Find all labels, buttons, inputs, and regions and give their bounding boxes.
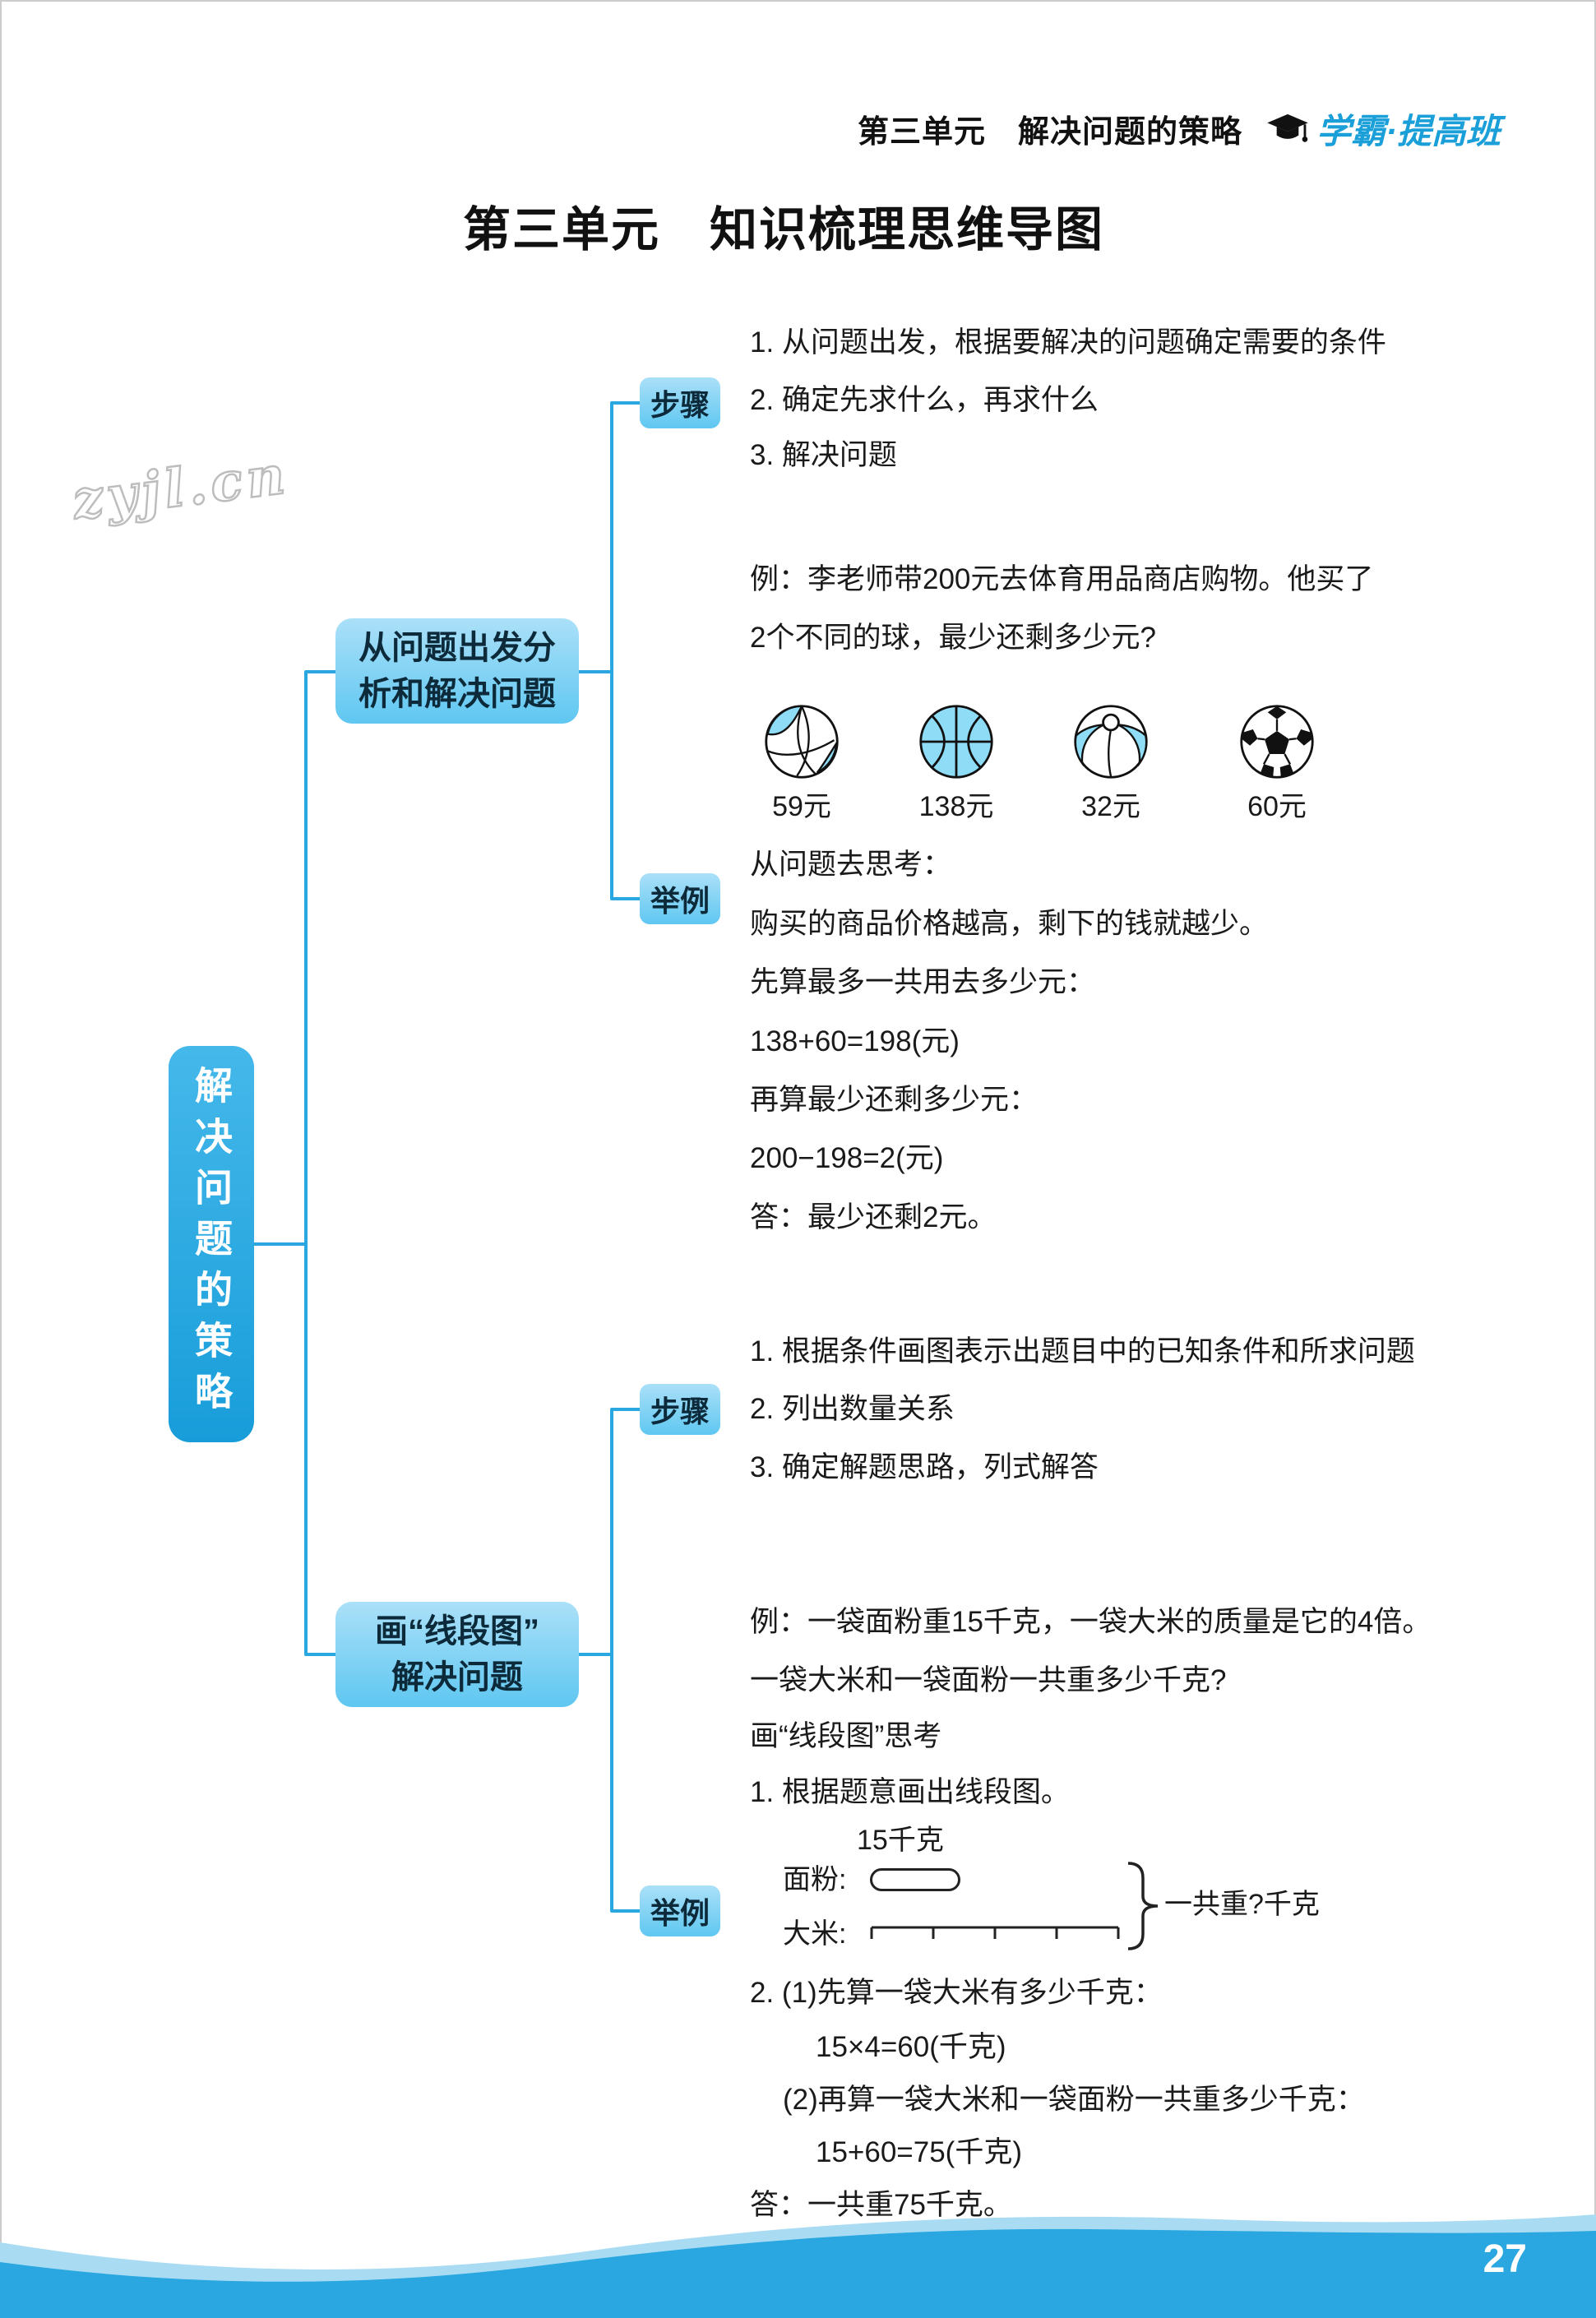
branch1-label-line2: 析和解决问题	[359, 676, 556, 712]
example2-solution-1: 2. (1)先算一袋大米有多少千克：	[750, 1977, 1163, 2009]
diagram-total-label: 一共重?千克	[1164, 1889, 1320, 1920]
example1-solution-1: 从问题去思考：	[750, 849, 952, 881]
diagram-rice-label: 大米:	[783, 1918, 847, 1950]
example2-solution-2: 15×4=60(千克)	[816, 2031, 1006, 2063]
example1-solution-5: 再算最少还剩多少元：	[750, 1084, 1039, 1116]
example2-problem-line4: 1. 根据题意画出线段图。	[750, 1776, 1070, 1808]
total-brace	[1127, 1862, 1159, 1950]
branch2-step-3: 3. 确定解题思路，列式解答	[750, 1451, 1099, 1483]
example2-problem-line3: 画“线段图”思考	[750, 1720, 942, 1752]
header-unit-label: 第三单元 解决问题的策略	[857, 115, 1242, 150]
beach-ball-icon	[1074, 705, 1148, 779]
branch1-steps-node: 步骤	[640, 377, 720, 428]
brand-text: 学霸·提高班	[1316, 112, 1501, 150]
branch2-node: 画“线段图” 解决问题	[335, 1602, 579, 1707]
root-node: 解决问题的策略	[169, 1046, 254, 1442]
branch1-step-3: 3. 解决问题	[750, 439, 897, 471]
rice-segment-line	[870, 1926, 1120, 1939]
soccer-ball-icon	[1240, 705, 1314, 779]
flour-segment-shape	[870, 1868, 960, 1891]
price-beach-ball: 32元	[1081, 791, 1140, 822]
branch1-step-2: 2. 确定先求什么，再求什么	[750, 384, 1099, 416]
basketball-icon	[919, 705, 993, 779]
example1-solution-3: 先算最多一共用去多少元：	[750, 966, 1096, 998]
branch2-step-2: 2. 列出数量关系	[750, 1393, 955, 1425]
example1-solution-4: 138+60=198(元)	[750, 1025, 960, 1057]
diagram-amount-label: 15千克	[857, 1825, 944, 1856]
graduation-cap-icon	[1267, 113, 1308, 142]
example1-problem-line2: 2个不同的球，最少还剩多少元?	[750, 622, 1156, 654]
branch1-node: 从问题出发分 析和解决问题	[335, 618, 579, 724]
branch2-example-node: 举例	[640, 1885, 720, 1936]
branch2-steps-node: 步骤	[640, 1384, 720, 1435]
volleyball-icon	[765, 705, 839, 779]
example2-solution-4: 15+60=75(千克)	[816, 2136, 1022, 2168]
page-header: 第三单元 解决问题的策略 学霸·提高班	[858, 104, 1501, 154]
footer-wave	[0, 2214, 1596, 2318]
branch1-step-1: 1. 从问题出发，根据要解决的问题确定需要的条件	[750, 326, 1386, 359]
diagram-flour-label: 面粉:	[783, 1864, 847, 1895]
branch1-label-line1: 从问题出发分	[359, 630, 556, 666]
example1-solution-7: 答：最少还剩2元。	[750, 1201, 997, 1233]
example2-solution-5: 答：一共重75千克。	[750, 2189, 1012, 2221]
example2-problem-line1: 例：一袋面粉重15千克，一袋大米的质量是它的4倍。	[750, 1606, 1432, 1638]
branch1-example-node: 举例	[640, 873, 720, 924]
branch2-label-line2: 解决问题	[391, 1659, 523, 1696]
branch2-step-1: 1. 根据条件画图表示出题目中的已知条件和所求问题	[750, 1335, 1415, 1367]
brand-logo: 学霸·提高班	[1265, 104, 1501, 154]
page-title: 第三单元 知识梳理思维导图	[463, 203, 1105, 257]
price-basketball: 138元	[918, 791, 994, 822]
example2-problem-line2: 一袋大米和一袋面粉一共重多少千克?	[750, 1664, 1227, 1696]
example2-solution-3: (2)再算一袋大米和一袋面粉一共重多少千克：	[783, 2084, 1365, 2116]
price-volleyball: 59元	[772, 791, 831, 822]
branch2-label-line1: 画“线段图”	[375, 1613, 539, 1649]
example1-problem-line1: 例：李老师带200元去体育用品商店购物。他买了	[750, 563, 1374, 595]
page-number: 27	[1483, 2237, 1527, 2281]
price-soccer-ball: 60元	[1247, 791, 1307, 822]
example1-solution-6: 200−198=2(元)	[750, 1142, 944, 1174]
example1-solution-2: 购买的商品价格越高，剩下的钱就越少。	[750, 908, 1269, 940]
